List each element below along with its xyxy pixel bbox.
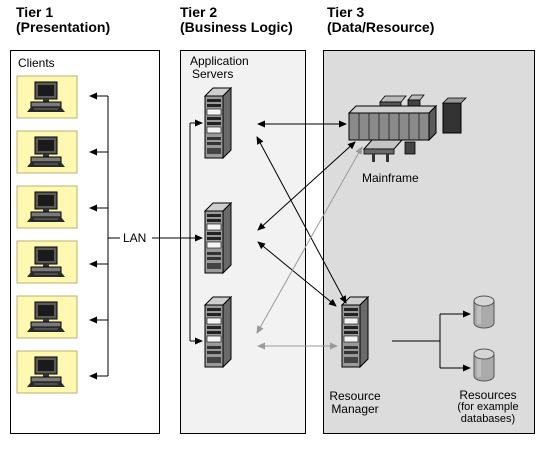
client-computer-1-icon: [16, 75, 78, 119]
resources-label-line1: Resources: [459, 388, 517, 402]
database-2-icon: [473, 348, 495, 382]
resource-manager-label-line2: Manager: [331, 402, 379, 416]
resource-manager-server-icon: [341, 296, 369, 368]
resources-label-line2: (for example: [457, 401, 519, 413]
mainframe-label: Mainframe: [362, 171, 419, 185]
client-computer-4-icon: [16, 240, 78, 284]
database-1-icon: [473, 295, 495, 329]
server3-connections: [256, 146, 363, 350]
mainframe-icon: [347, 94, 467, 162]
application-server-2-icon: [204, 202, 232, 274]
tier1-subtitle: (Presentation): [16, 19, 111, 35]
server-connections: [256, 120, 356, 307]
database-connector: [392, 310, 471, 372]
app-server-bus: [189, 119, 203, 345]
resource-manager-label-line1: Resource: [329, 389, 381, 403]
client-computer-2-icon: [16, 130, 78, 174]
client-computer-3-icon: [16, 185, 78, 229]
tier3-title: Tier 3: [327, 4, 365, 20]
clients-label: Clients: [18, 56, 55, 70]
tier2-subtitle: (Business Logic): [180, 19, 293, 35]
tier1-title: Tier 1: [16, 4, 54, 20]
client-computer-5-icon: [16, 295, 78, 339]
tier2-title: Tier 2: [180, 4, 218, 20]
application-servers-label-line1: Application: [190, 54, 249, 68]
client-computer-6-icon: [16, 350, 78, 394]
application-servers-label-line2: Servers: [192, 67, 234, 81]
resources-label-line3: databases): [460, 413, 516, 425]
application-server-1-icon: [204, 87, 232, 159]
tier3-subtitle: (Data/Resource): [327, 19, 435, 35]
lan-label: LAN: [123, 231, 147, 245]
application-server-3-icon: [204, 296, 232, 368]
lan-bus: [89, 92, 203, 380]
